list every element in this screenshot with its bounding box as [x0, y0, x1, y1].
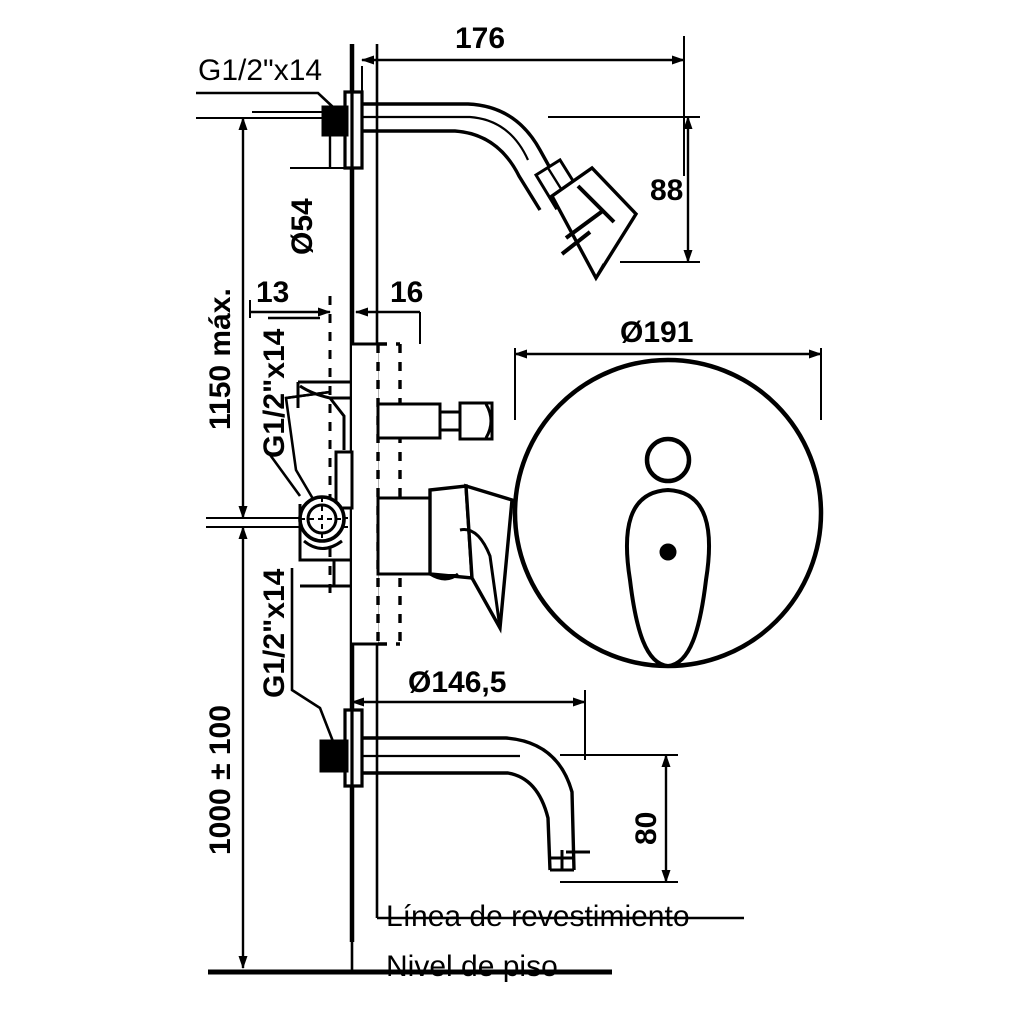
thread-label-middle: G1/2"x14 — [258, 328, 291, 458]
spout-assembly — [319, 708, 590, 872]
mixer-front-view — [512, 357, 824, 669]
cartridge-hub — [376, 496, 432, 576]
diverter-stem — [376, 402, 442, 440]
thread-label-top: G1/2"x14 — [198, 54, 322, 87]
mixer-side-view — [284, 342, 514, 646]
leader-thread-middle — [266, 316, 320, 497]
shower-head — [549, 165, 639, 282]
leader-thread-bottom — [290, 568, 336, 745]
dim-label-1000: 1000 ± 100 — [204, 705, 237, 855]
dim-label-d1465: Ø146,5 — [408, 666, 506, 699]
label-floor-level: Nivel de piso — [386, 950, 558, 983]
dim-label-176: 176 — [455, 22, 505, 55]
shower-arm-assembly — [321, 90, 639, 282]
dim-d54 — [252, 111, 348, 169]
leader-line-top — [196, 91, 335, 109]
spout-inner — [362, 771, 552, 871]
shower-arm-midline — [362, 115, 530, 161]
dim-label-13: 13 — [256, 276, 289, 309]
dim-88 — [548, 116, 700, 263]
dim-label-80: 80 — [630, 812, 663, 845]
leader-line-middle — [266, 451, 302, 497]
dim-16 — [355, 307, 421, 344]
dim-d191 — [514, 348, 822, 420]
dim-label-d54: Ø54 — [286, 198, 319, 255]
dim-80 — [560, 754, 678, 883]
reference-leaders — [350, 916, 744, 972]
shower-arm-outer — [362, 102, 562, 187]
dim-label-1150: 1150 máx. — [204, 288, 237, 430]
lever-handle-front — [624, 487, 712, 669]
dim-13 — [249, 300, 331, 318]
dim-label-88: 88 — [650, 174, 683, 207]
dim-label-d191: Ø191 — [620, 316, 693, 349]
dim-d1465 — [351, 690, 586, 760]
dim-label-16: 16 — [390, 276, 423, 309]
mixer-hidden-outline — [376, 342, 402, 646]
diverter-button-front — [644, 436, 692, 484]
spout-thread-nipple — [319, 739, 349, 773]
thread-label-bottom: G1/2"x14 — [258, 568, 291, 698]
spout-outer — [362, 736, 576, 871]
leader-thread-top — [196, 91, 335, 109]
label-cladding-line: Línea de revestimiento — [386, 900, 690, 933]
dim-176 — [361, 36, 685, 176]
handle-screw — [659, 543, 677, 561]
leader-line-bottom — [290, 568, 336, 745]
shower-thread-nipple — [321, 105, 349, 137]
shower-arm-inner — [362, 129, 542, 211]
